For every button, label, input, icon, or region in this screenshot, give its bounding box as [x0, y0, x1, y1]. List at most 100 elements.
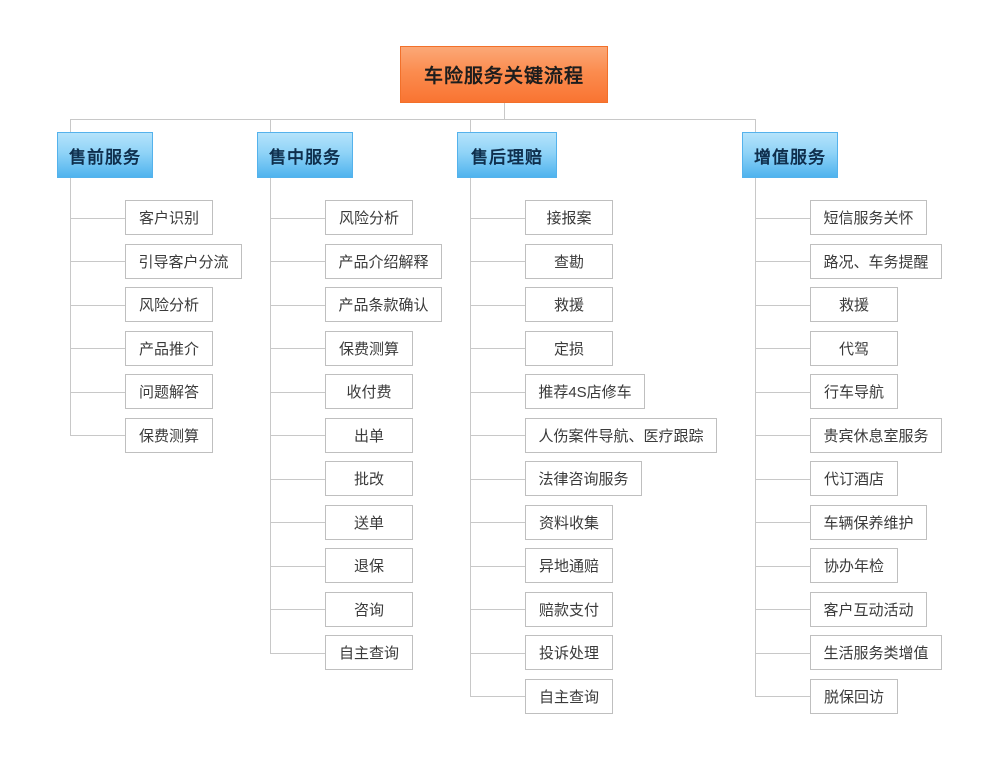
- connector-line-horizontal: [755, 392, 810, 393]
- leaf-node-1-3[interactable]: 风险分析: [125, 287, 213, 322]
- leaf-node-3-8[interactable]: 资料收集: [525, 505, 613, 540]
- leaf-node-label: 收付费: [346, 384, 392, 401]
- connector-line-vertical: [470, 178, 471, 696]
- branch-node-label: 售中服务: [269, 147, 341, 167]
- connector-line-horizontal: [70, 305, 125, 306]
- leaf-node-2-6[interactable]: 出单: [325, 418, 413, 453]
- leaf-node-label: 自主查询: [338, 645, 399, 662]
- leaf-node-label: 引导客户分流: [138, 254, 229, 271]
- leaf-node-3-4[interactable]: 定损: [525, 331, 613, 366]
- leaf-node-2-4[interactable]: 保费测算: [325, 331, 413, 366]
- connector-line-horizontal: [70, 348, 125, 349]
- connector-line-horizontal: [470, 261, 525, 262]
- leaf-node-label: 接报案: [546, 210, 592, 227]
- leaf-node-2-7[interactable]: 批改: [325, 461, 413, 496]
- leaf-node-3-5[interactable]: 推荐4S店修车: [525, 374, 645, 409]
- connector-line-horizontal: [470, 392, 525, 393]
- leaf-node-3-10[interactable]: 赔款支付: [525, 592, 613, 627]
- leaf-node-label: 定损: [553, 341, 584, 358]
- leaf-node-3-2[interactable]: 查勘: [525, 244, 613, 279]
- leaf-node-2-1[interactable]: 风险分析: [325, 200, 413, 235]
- leaf-node-3-1[interactable]: 接报案: [525, 200, 613, 235]
- leaf-node-label: 自主查询: [538, 689, 599, 706]
- connector-line-horizontal: [270, 348, 325, 349]
- connector-line-vertical: [70, 178, 71, 435]
- leaf-node-2-2[interactable]: 产品介绍解释: [325, 244, 442, 279]
- leaf-node-1-5[interactable]: 问题解答: [125, 374, 213, 409]
- leaf-node-4-1[interactable]: 短信服务关怀: [810, 200, 927, 235]
- leaf-node-2-5[interactable]: 收付费: [325, 374, 413, 409]
- leaf-node-3-12[interactable]: 自主查询: [525, 679, 613, 714]
- leaf-node-4-12[interactable]: 脱保回访: [810, 679, 898, 714]
- branch-node-3[interactable]: 售后理赔: [457, 132, 557, 178]
- leaf-node-label: 生活服务类增值: [823, 645, 929, 662]
- leaf-node-label: 法律咨询服务: [538, 471, 629, 488]
- connector-line-horizontal: [755, 435, 810, 436]
- leaf-node-label: 车辆保养维护: [823, 515, 914, 532]
- leaf-node-label: 风险分析: [138, 297, 199, 314]
- connector-line-vertical: [270, 178, 271, 653]
- leaf-node-1-4[interactable]: 产品推介: [125, 331, 213, 366]
- leaf-node-label: 咨询: [353, 602, 384, 619]
- leaf-node-3-3[interactable]: 救援: [525, 287, 613, 322]
- leaf-node-2-9[interactable]: 退保: [325, 548, 413, 583]
- leaf-node-4-8[interactable]: 车辆保养维护: [810, 505, 927, 540]
- leaf-node-label: 脱保回访: [823, 689, 884, 706]
- leaf-node-label: 保费测算: [338, 341, 399, 358]
- connector-line-horizontal: [470, 435, 525, 436]
- leaf-node-3-11[interactable]: 投诉处理: [525, 635, 613, 670]
- branch-node-2[interactable]: 售中服务: [257, 132, 353, 178]
- leaf-node-label: 客户互动活动: [823, 602, 914, 619]
- connector-line-horizontal: [755, 479, 810, 480]
- leaf-node-4-2[interactable]: 路况、车务提醒: [810, 244, 942, 279]
- connector-line-vertical: [755, 119, 756, 132]
- leaf-node-3-9[interactable]: 异地通赔: [525, 548, 613, 583]
- leaf-node-2-8[interactable]: 送单: [325, 505, 413, 540]
- connector-line-horizontal: [470, 566, 525, 567]
- root-node[interactable]: 车险服务关键流程: [400, 46, 608, 103]
- connector-line-horizontal: [270, 261, 325, 262]
- leaf-node-label: 短信服务关怀: [823, 210, 914, 227]
- leaf-node-3-6[interactable]: 人伤案件导航、医疗跟踪: [525, 418, 717, 453]
- connector-line-horizontal: [470, 218, 525, 219]
- connector-line-horizontal: [70, 261, 125, 262]
- connector-line-horizontal: [70, 119, 755, 120]
- leaf-node-label: 行车导航: [823, 384, 884, 401]
- leaf-node-label: 异地通赔: [538, 558, 599, 575]
- branch-node-1[interactable]: 售前服务: [57, 132, 153, 178]
- connector-line-vertical: [70, 119, 71, 132]
- leaf-node-label: 推荐4S店修车: [538, 384, 632, 401]
- connector-line-horizontal: [470, 348, 525, 349]
- leaf-node-4-7[interactable]: 代订酒店: [810, 461, 898, 496]
- leaf-node-label: 查勘: [553, 254, 584, 271]
- leaf-node-3-7[interactable]: 法律咨询服务: [525, 461, 642, 496]
- connector-line-horizontal: [70, 392, 125, 393]
- leaf-node-1-2[interactable]: 引导客户分流: [125, 244, 242, 279]
- connector-line-horizontal: [755, 348, 810, 349]
- connector-line-horizontal: [70, 218, 125, 219]
- connector-line-vertical: [755, 178, 756, 696]
- leaf-node-label: 贵宾休息室服务: [823, 428, 929, 445]
- leaf-node-label: 投诉处理: [538, 645, 599, 662]
- leaf-node-1-6[interactable]: 保费测算: [125, 418, 213, 453]
- leaf-node-4-3[interactable]: 救援: [810, 287, 898, 322]
- leaf-node-label: 风险分析: [338, 210, 399, 227]
- connector-line-horizontal: [470, 653, 525, 654]
- leaf-node-4-4[interactable]: 代驾: [810, 331, 898, 366]
- branch-node-4[interactable]: 增值服务: [742, 132, 838, 178]
- leaf-node-label: 路况、车务提醒: [823, 254, 929, 271]
- leaf-node-4-6[interactable]: 贵宾休息室服务: [810, 418, 942, 453]
- connector-line-horizontal: [270, 218, 325, 219]
- leaf-node-2-3[interactable]: 产品条款确认: [325, 287, 442, 322]
- leaf-node-label: 救援: [838, 297, 869, 314]
- leaf-node-4-5[interactable]: 行车导航: [810, 374, 898, 409]
- leaf-node-label: 问题解答: [138, 384, 199, 401]
- leaf-node-4-10[interactable]: 客户互动活动: [810, 592, 927, 627]
- leaf-node-label: 批改: [353, 471, 384, 488]
- leaf-node-2-10[interactable]: 咨询: [325, 592, 413, 627]
- leaf-node-4-11[interactable]: 生活服务类增值: [810, 635, 942, 670]
- leaf-node-label: 协办年检: [823, 558, 884, 575]
- leaf-node-1-1[interactable]: 客户识别: [125, 200, 213, 235]
- leaf-node-4-9[interactable]: 协办年检: [810, 548, 898, 583]
- leaf-node-2-11[interactable]: 自主查询: [325, 635, 413, 670]
